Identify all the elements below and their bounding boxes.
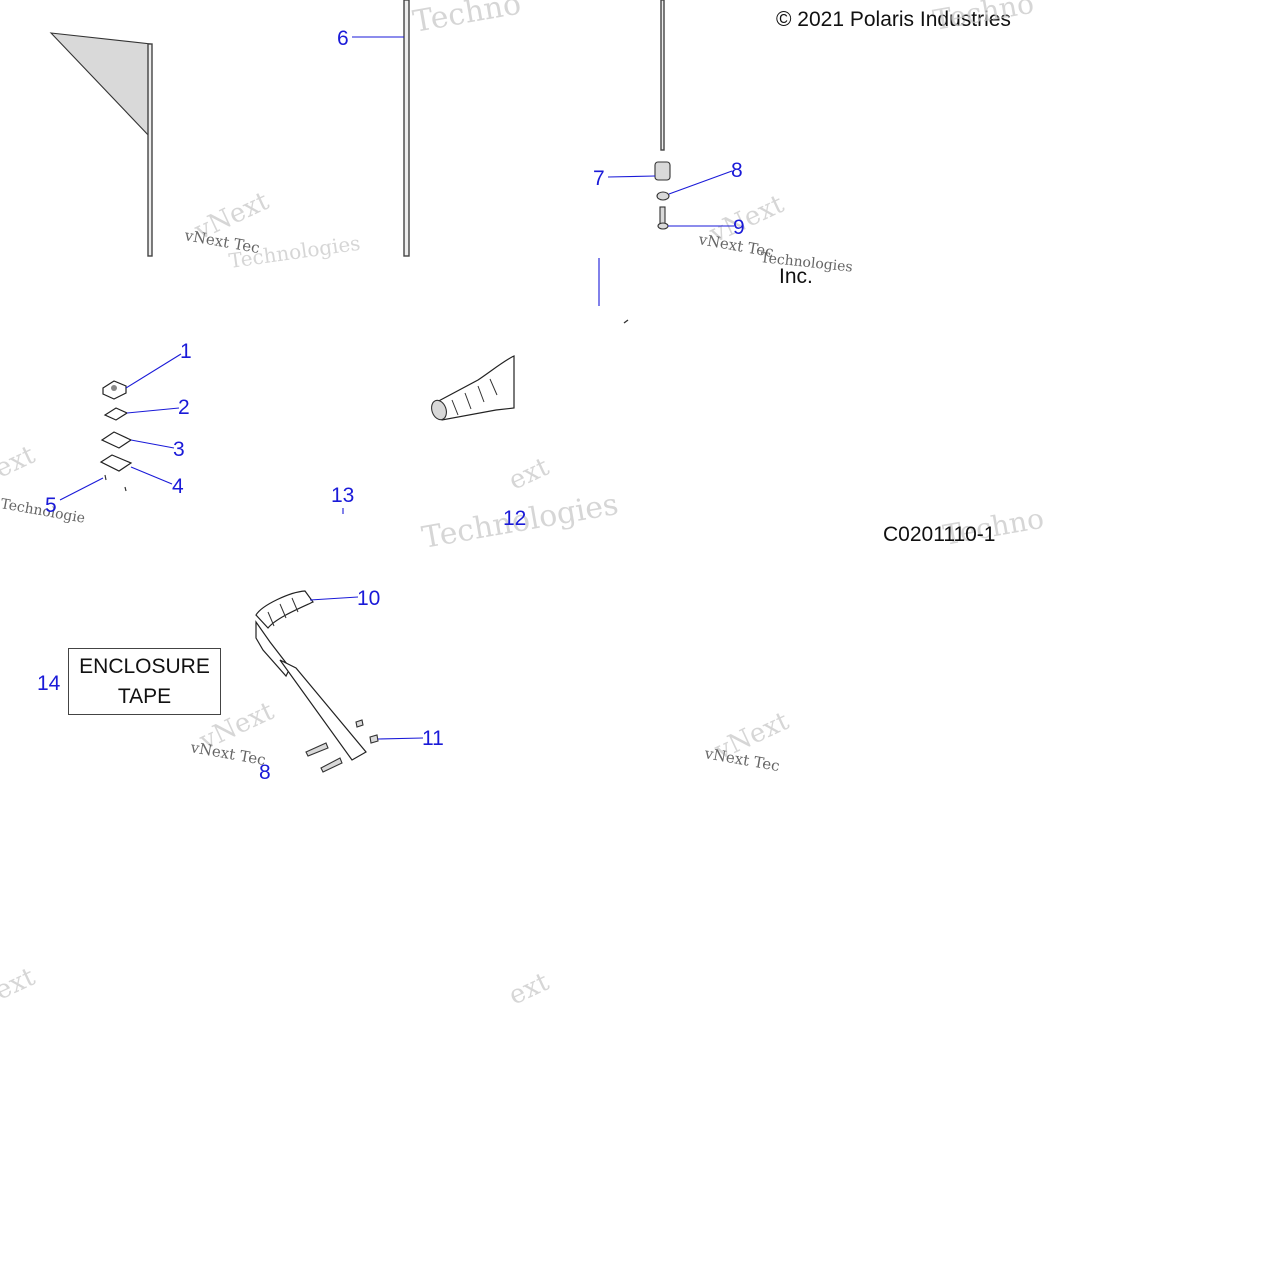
grab-handle-lower-part [255,590,379,773]
enclosure-tape-line1: ENCLOSURE [79,654,210,678]
leader-10 [309,596,359,601]
inc-label: Inc. [779,265,813,288]
watermark-technologie-left: Technologie [0,496,86,527]
watermark-ext-left: ext [0,440,40,485]
callout-7: 7 [593,167,605,190]
watermark-ext-bottom-left: ext [0,962,40,1007]
leader-fragment-2 [623,319,629,324]
callout-2: 2 [178,396,190,419]
watermark-techno-topright: Techno [930,0,1036,37]
whip-pole-part [403,0,410,257]
leader-1 [125,353,182,389]
enclosure-tape-line2: TAPE [117,684,172,708]
grab-handle-upper-part [431,355,515,421]
leader-4 [130,466,173,485]
copyright-text: © 2021 Polaris Industries [776,8,1011,31]
callout-8-lower: 8 [259,761,271,784]
leader-5 [59,477,104,501]
callout-9: 9 [733,216,745,239]
callout-13: 13 [331,484,354,507]
callout-14: 14 [37,672,61,695]
callout-10: 10 [357,587,380,610]
enclosure-tape-label: ENCLOSURE TAPE [68,648,221,715]
callout-8: 8 [731,159,743,182]
watermark-ext-center: ext [504,452,554,497]
callout-3: 3 [173,438,185,461]
callout-12: 12 [503,507,526,530]
whip-mount-part [654,0,671,230]
callout-11: 11 [422,727,444,750]
leader-2 [126,407,180,414]
leader-7 [607,175,656,178]
watermark-ext-bottom-mid: ext [504,967,554,1012]
watermark-techno-top: Techno [410,0,523,40]
leader-8 [668,170,733,195]
callout-4: 4 [172,475,184,498]
leader-11 [377,737,424,740]
callout-1: 1 [180,340,192,363]
callout-5: 5 [45,494,57,517]
mount-plate-part [99,380,133,492]
callout-6: 6 [337,27,349,50]
diagram-id: C0201110-1 [883,523,995,546]
flag-part [49,32,153,257]
leader-3 [130,439,175,449]
